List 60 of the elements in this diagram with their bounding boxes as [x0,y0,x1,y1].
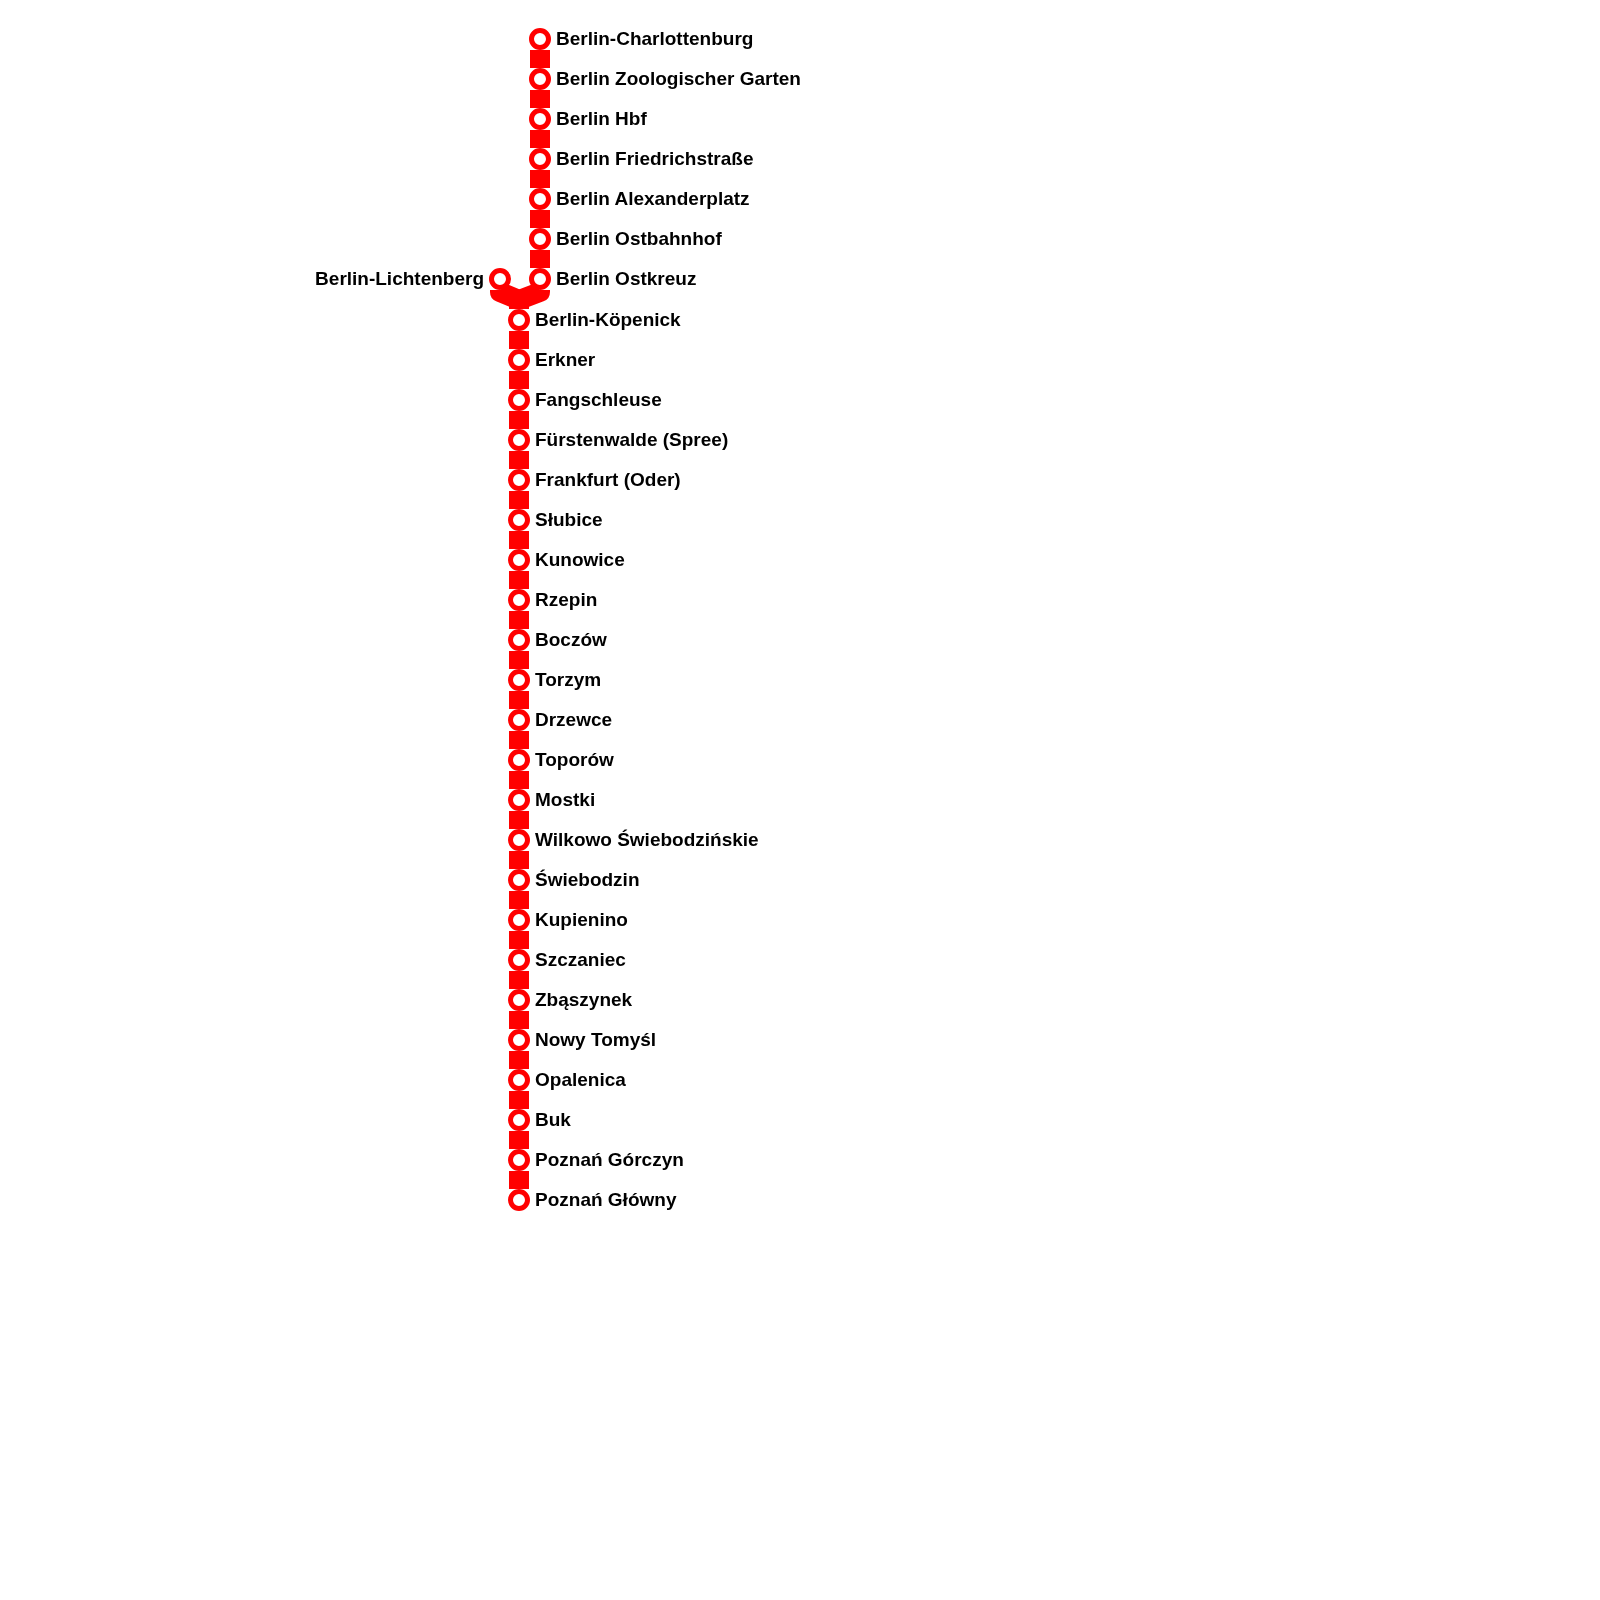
station-name: Poznań Główny [535,1189,677,1211]
station-name: Wilkowo Świebodzińskie [535,829,759,851]
station-name: Rzepin [535,589,598,611]
rail-line [530,90,550,108]
rail-line [509,451,529,469]
station-name: Świebodzin [535,869,640,891]
rail-line [509,891,529,909]
rail-line [509,1011,529,1029]
rail-line [509,331,529,349]
station-name: Buk [535,1109,571,1131]
rail-line [509,1131,529,1149]
rail-line [509,491,529,509]
station-name: Fürstenwalde (Spree) [535,429,729,451]
station-name: Berlin Zoologischer Garten [556,68,801,90]
rail-line [530,210,550,228]
station-name: Słubice [535,509,603,531]
station-name: Toporów [535,749,614,771]
station-name: Nowy Tomyśl [535,1029,657,1051]
station-name: Torzym [535,669,602,691]
rail-line [509,771,529,789]
rail-line [530,50,550,68]
station-name: Berlin-Lichtenberg [315,268,484,290]
rail-line [530,170,550,188]
rail-line [509,651,529,669]
rail-line [509,371,529,389]
station-name: Drzewce [535,709,613,731]
station-name: Opalenica [535,1069,626,1091]
station-name: Berlin Ostkreuz [556,268,697,290]
station-name: Szczaniec [535,949,626,971]
rail-line [509,931,529,949]
station-name: Kunowice [535,549,625,571]
rail-line [509,531,529,549]
station-name: Berlin Ostbahnhof [556,228,722,250]
station-name: Berlin Alexanderplatz [556,188,750,210]
station-name: Frankfurt (Oder) [535,469,681,491]
station-name: Berlin Hbf [556,108,647,130]
station-name: Berlin-Charlottenburg [556,28,754,50]
station-name: Boczów [535,629,607,651]
rail-line [509,691,529,709]
station-name: Mostki [535,789,596,811]
rail-line [509,731,529,749]
station-name: Fangschleuse [535,389,662,411]
rail-line [509,611,529,629]
rail-line [490,282,529,310]
rail-line [509,1091,529,1109]
rail-line [530,250,550,268]
rail-line [509,571,529,589]
station-name: Zbąszynek [535,989,633,1011]
rail-line [530,130,550,148]
rail-line [509,1051,529,1069]
station-name: Erkner [535,349,596,371]
station-name: Kupienino [535,909,628,931]
rail-line [509,811,529,829]
rail-line [509,851,529,869]
station-name: Berlin-Köpenick [535,309,681,331]
rail-line [509,411,529,429]
station-name: Poznań Górczyn [535,1149,684,1171]
rail-line [509,1171,529,1189]
station-name: Berlin Friedrichstraße [556,148,754,170]
rail-line [509,971,529,989]
